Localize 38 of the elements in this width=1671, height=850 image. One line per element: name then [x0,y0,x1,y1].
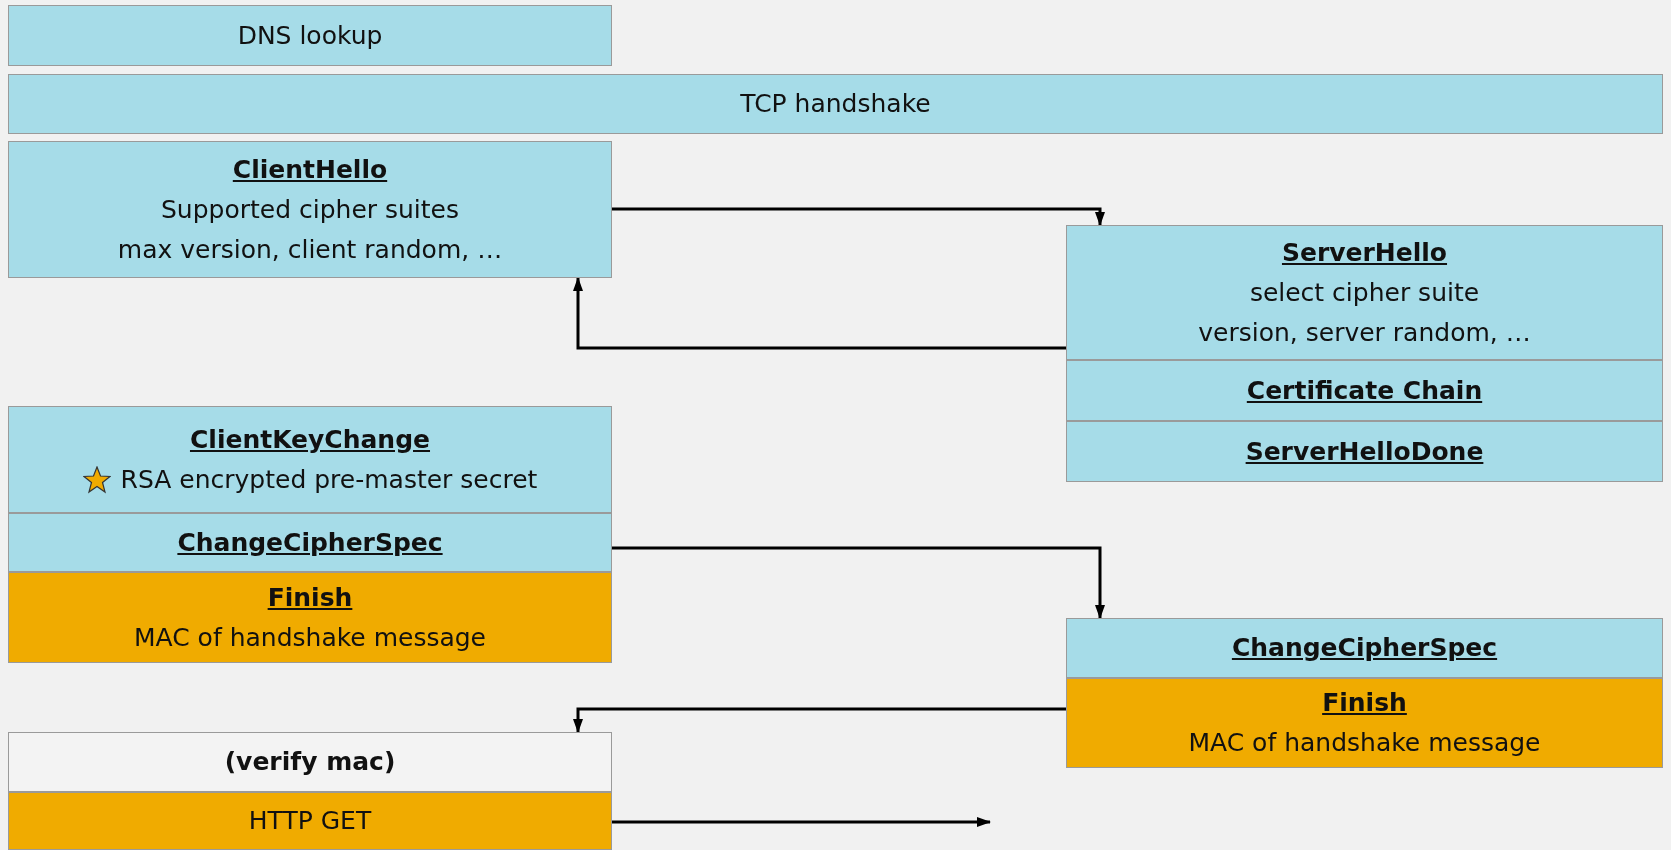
step-label: HTTP GET [248,805,372,837]
note-box [8,732,612,792]
step-box [8,792,612,850]
message-title: ChangeCipherSpec [1231,632,1498,664]
arrow [612,546,1105,619]
message-box [8,406,612,513]
arrow [612,207,1105,226]
message-detail: max version, client random, … [117,233,503,266]
arrow [573,707,1066,733]
message-title: Finish [1322,687,1407,719]
message-title: ClientHello [232,153,388,186]
step-box [8,74,1663,134]
arrow [573,277,1066,350]
step-label: (verify mac) [224,746,396,778]
message-title: Finish [267,581,353,614]
message-detail: select cipher suite [1249,276,1480,309]
message-title: Certificate Chain [1246,374,1483,407]
step-label: TCP handshake [740,88,931,120]
message-box [8,513,612,572]
arrow [612,817,991,827]
message-detail: MAC of handshake message [134,621,486,654]
message-title: ChangeCipherSpec [177,526,443,559]
message-box [8,141,612,278]
message-title: ServerHello [1281,236,1448,269]
message-detail: MAC of handshake message [1188,727,1541,759]
message-box [8,572,612,663]
message-box [1066,678,1663,768]
message-box [1066,421,1663,482]
message-detail: Supported cipher suites [160,193,460,226]
message-box [1066,225,1663,360]
message-title: ServerHelloDone [1245,435,1484,468]
message-detail: version, server random, … [1198,316,1531,349]
message-box [1066,360,1663,421]
step-label: DNS lookup [237,19,383,52]
message-detail: RSA encrypted pre-master secret [120,463,538,496]
message-box [1066,618,1663,678]
message-title: ClientKeyChange [189,423,430,456]
step-box [8,5,612,66]
